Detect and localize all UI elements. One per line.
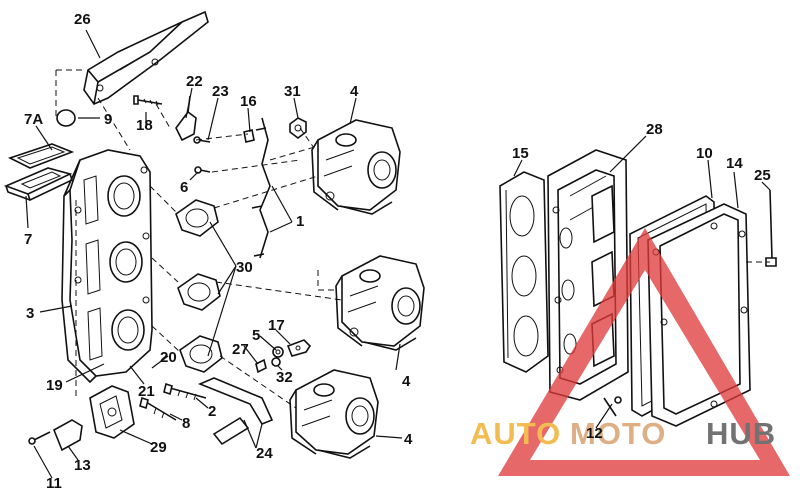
- part-23-screw: [193, 136, 211, 144]
- part-27-screw: [255, 358, 267, 374]
- part-7-reed-block: [3, 167, 73, 202]
- label-3: 3: [26, 305, 34, 322]
- label-5: 5: [252, 327, 260, 344]
- label-4-top: 4: [350, 83, 359, 100]
- carburetor-bottom: [289, 369, 379, 459]
- label-31: 31: [284, 83, 301, 100]
- label-17: 17: [268, 317, 285, 334]
- assembly-lines-left: [55, 69, 343, 409]
- watermark-hub: HUB: [706, 416, 776, 451]
- leader-lines: [25, 29, 771, 479]
- part-8-bolt: [139, 396, 177, 421]
- label-19: 19: [46, 377, 63, 394]
- part-1-linkage: [251, 117, 271, 259]
- carburetor-middle: [335, 255, 425, 351]
- part-18-screw: [133, 95, 163, 106]
- watermark-auto: AUTO: [470, 416, 561, 451]
- label-29: 29: [150, 439, 167, 456]
- part-29-block: [89, 385, 135, 439]
- part-5-washer: [272, 346, 284, 358]
- watermark-triangle: [498, 228, 790, 476]
- part-25-bolt: [765, 189, 777, 267]
- label-4-bottom: 4: [404, 431, 413, 448]
- label-9: 9: [104, 111, 112, 128]
- label-26: 26: [74, 11, 91, 28]
- part-labels: 26 22 23 16 31 4 9 18 7A 6 28 15 10 14 2…: [24, 11, 771, 492]
- part-30-gaskets: [175, 199, 223, 373]
- label-14: 14: [726, 155, 743, 172]
- part-32-washer: [271, 357, 281, 367]
- label-21: 21: [138, 383, 155, 400]
- label-27: 27: [232, 341, 249, 358]
- watermark-moto: MOTO: [570, 416, 666, 451]
- label-7: 7: [24, 231, 32, 248]
- label-28: 28: [646, 121, 663, 138]
- label-11: 11: [46, 475, 62, 492]
- label-22: 22: [186, 73, 203, 90]
- part-3-intake-manifold: [61, 149, 153, 384]
- part-17-clip: [286, 339, 312, 357]
- label-15: 15: [512, 145, 529, 162]
- label-20: 20: [160, 349, 177, 366]
- label-18: 18: [136, 117, 153, 134]
- label-23: 23: [212, 83, 229, 100]
- part-26-bracket: [83, 10, 209, 105]
- label-12: 12: [586, 425, 603, 442]
- label-24: 24: [256, 445, 273, 462]
- label-8: 8: [182, 415, 190, 432]
- label-2: 2: [208, 403, 216, 420]
- label-32: 32: [276, 369, 293, 386]
- part-15-gasket: [499, 171, 549, 373]
- part-13-bracket: [52, 419, 83, 452]
- label-25: 25: [754, 167, 771, 184]
- label-6: 6: [180, 179, 188, 196]
- label-30: 30: [236, 259, 253, 276]
- label-7a: 7A: [24, 111, 43, 128]
- label-1: 1: [296, 213, 304, 230]
- watermark: AUTO MOTO HUB: [470, 228, 790, 476]
- label-13: 13: [74, 457, 91, 474]
- label-10: 10: [696, 145, 713, 162]
- part-16-fitting: [243, 129, 255, 143]
- part-2-bolt: [163, 382, 207, 401]
- carburetor-top: [311, 119, 401, 215]
- label-4-middle: 4: [402, 373, 411, 390]
- part-7a-reed: [7, 143, 75, 169]
- part-9-plug: [56, 109, 76, 127]
- part-31-nut: [289, 117, 307, 139]
- part-11-screw: [28, 431, 51, 445]
- label-16: 16: [240, 93, 257, 110]
- part-6-screw: [194, 166, 211, 174]
